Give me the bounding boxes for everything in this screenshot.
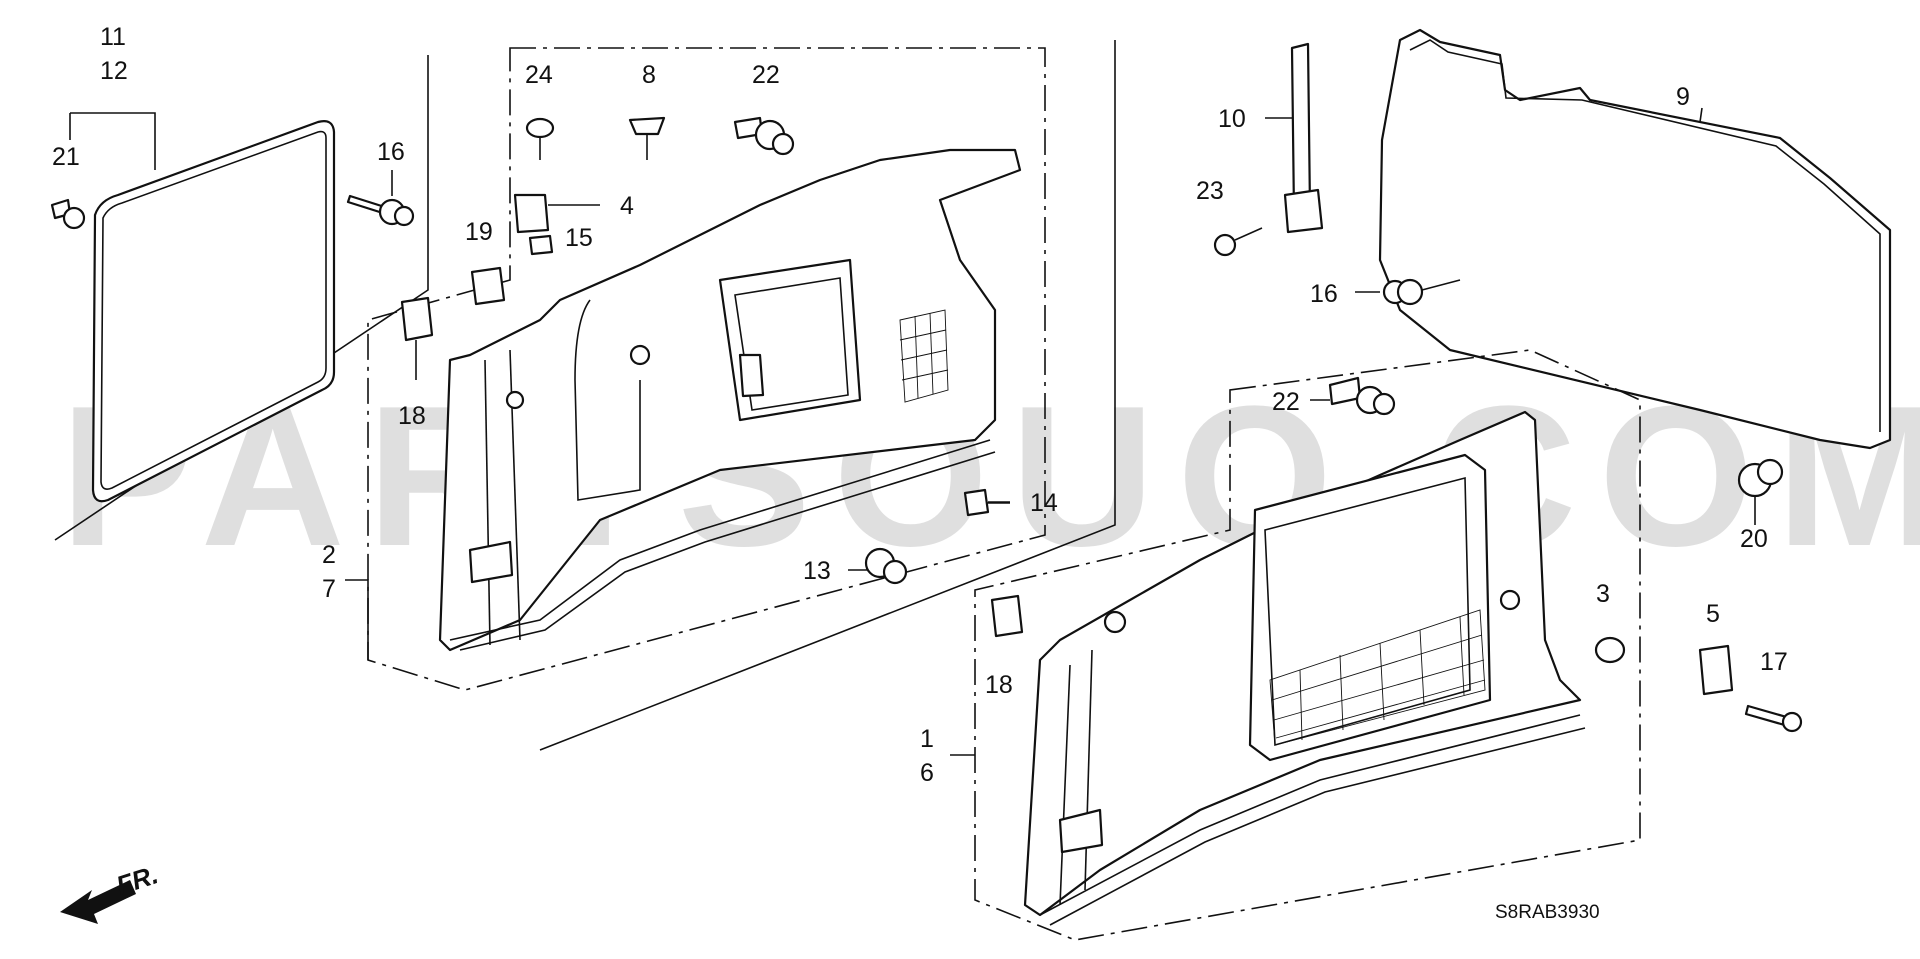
callout-14: 14 — [1030, 489, 1058, 517]
callout-17: 17 — [1760, 648, 1788, 676]
callout-10: 10 — [1218, 105, 1246, 133]
push-clip-16-upper — [346, 194, 415, 227]
callout-18-left: 18 — [398, 402, 426, 430]
callout-labels: 11 12 21 16 24 8 22 4 19 15 18 2 7 14 13… — [52, 23, 1788, 787]
callout-15: 15 — [565, 224, 593, 252]
screw-23 — [1213, 227, 1263, 257]
callout-8: 8 — [642, 61, 656, 89]
clip-21 — [50, 198, 86, 230]
callout-9: 9 — [1676, 83, 1690, 111]
callout-18-right: 18 — [985, 671, 1013, 699]
clip-5 — [1698, 644, 1734, 696]
leader-9 — [1699, 107, 1703, 123]
clip-19 — [470, 266, 506, 306]
bolt-17 — [1744, 704, 1803, 733]
callout-2: 2 — [322, 541, 336, 569]
right-side-trim-panel — [1023, 410, 1586, 926]
clip-8 — [628, 116, 666, 160]
clip-13 — [864, 547, 908, 585]
leader-2-7 — [345, 579, 369, 660]
clip-4 — [513, 193, 600, 234]
screw-14 — [963, 488, 1010, 517]
callout-23: 23 — [1196, 177, 1224, 205]
callout-19: 19 — [465, 218, 493, 246]
left-trim-frame — [367, 47, 1046, 691]
callout-20: 20 — [1740, 525, 1768, 553]
callout-22-lower: 22 — [1272, 388, 1300, 416]
front-arrow-icon: FR. — [60, 859, 162, 924]
leader-11-12 — [70, 112, 156, 170]
callout-6: 6 — [920, 759, 934, 787]
diagram-code: S8RAB3930 — [1495, 902, 1600, 923]
cap-3 — [1594, 636, 1626, 664]
clip-20 — [1737, 458, 1784, 525]
callout-12: 12 — [100, 57, 128, 85]
callout-22-upper: 22 — [752, 61, 780, 89]
clip-22-lower — [1328, 376, 1396, 416]
push-clip-16-lower — [1382, 278, 1461, 306]
callout-11: 11 — [100, 23, 126, 51]
screw-24 — [525, 117, 555, 160]
callout-1: 1 — [920, 725, 934, 753]
right-trim-frame — [974, 349, 1641, 941]
rear-cover-board — [1378, 28, 1892, 450]
callout-5: 5 — [1706, 600, 1720, 628]
clip-22-upper — [733, 116, 795, 156]
callout-4: 4 — [620, 192, 634, 220]
clip-18-right — [990, 594, 1024, 638]
center-group-boundary — [539, 40, 1116, 751]
callout-7: 7 — [322, 575, 336, 603]
clip-18-left — [400, 296, 434, 380]
callout-24: 24 — [525, 61, 553, 89]
front-indicator-label: FR. — [113, 859, 162, 900]
callout-13: 13 — [803, 557, 831, 585]
callout-16-upper: 16 — [377, 138, 405, 166]
callout-16-lower: 16 — [1310, 280, 1338, 308]
callout-21: 21 — [52, 143, 80, 171]
side-lid-panel — [91, 120, 336, 503]
callout-3: 3 — [1596, 580, 1610, 608]
nut-15 — [528, 234, 554, 256]
left-side-trim-panel — [438, 148, 1022, 652]
strap-10 — [1283, 42, 1324, 234]
